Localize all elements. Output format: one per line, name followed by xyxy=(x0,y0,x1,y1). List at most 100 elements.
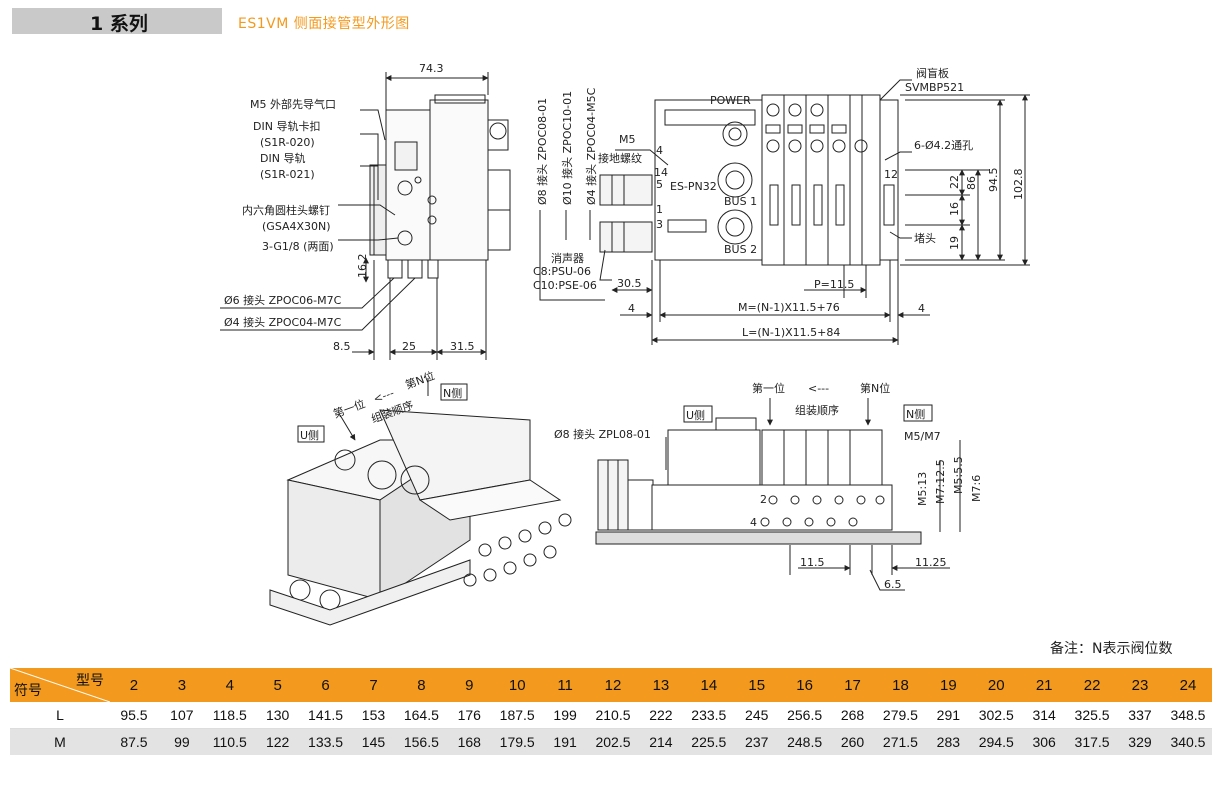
label-blank-plate: 阀盲板 xyxy=(916,66,949,80)
table-corner: 型号 符号 xyxy=(10,668,110,702)
port-4: 4 xyxy=(656,144,663,157)
value-cell: 168 xyxy=(445,728,494,755)
iso-view xyxy=(269,378,572,626)
callout-din-rail: DIN 导轨 xyxy=(260,151,305,165)
fitting-8-zpl: Ø8 接头 ZPL08-01 xyxy=(554,428,651,441)
value-cell: 153 xyxy=(349,702,398,729)
value-cell: 214 xyxy=(636,728,685,755)
iso-arrow: <--- xyxy=(372,386,396,405)
corner-model: 型号 xyxy=(76,672,104,688)
vertical-labels xyxy=(539,210,605,301)
value-cell: 340.5 xyxy=(1163,728,1212,755)
model-cell: 15 xyxy=(732,668,781,702)
callout-din-clip: DIN 导轨卡扣 xyxy=(253,119,320,133)
iso-nth: 第N位 xyxy=(403,368,436,391)
value-cell: 302.5 xyxy=(972,702,1021,729)
label-silencer-c8: C8:PSU-06 xyxy=(533,265,591,278)
module-power: POWER xyxy=(710,94,751,107)
model-cell: 5 xyxy=(253,668,302,702)
value-cell: 122 xyxy=(253,728,302,755)
model-cell: 23 xyxy=(1116,668,1164,702)
model-cell: 12 xyxy=(589,668,637,702)
model-cell: 22 xyxy=(1068,668,1117,702)
callout-din-clip-model: (S1R-020) xyxy=(260,136,315,149)
model-cell: 18 xyxy=(876,668,925,702)
formula-l: L=(N-1)X11.5+84 xyxy=(742,326,840,339)
label-fitting-8: Ø8 接头 ZPOC08-01 xyxy=(536,98,549,205)
fitting-4: Ø4 接头 ZPOC04-M7C xyxy=(224,316,342,329)
value-cell: 99 xyxy=(157,728,206,755)
port-5: 5 xyxy=(656,178,663,191)
value-cell: 291 xyxy=(924,702,973,729)
value-cell: 118.5 xyxy=(205,702,254,729)
dim-m7-6: M7:6 xyxy=(970,475,983,502)
series-label: 1 系列 xyxy=(90,13,148,35)
port-3: 3 xyxy=(656,218,663,231)
dim-11-5: 11.5 xyxy=(800,556,825,569)
value-cell: 179.5 xyxy=(493,728,542,755)
formula-m: M=(N-1)X11.5+76 xyxy=(738,301,840,314)
dim-94-5: 94.5 xyxy=(987,168,1000,193)
label-silencer-c10: C10:PSE-06 xyxy=(533,279,597,292)
value-cell: 283 xyxy=(924,728,973,755)
model-cell: 17 xyxy=(828,668,877,702)
model-cell: 14 xyxy=(684,668,733,702)
value-cell: 294.5 xyxy=(972,728,1021,755)
value-cell: 317.5 xyxy=(1068,728,1117,755)
dim-22: 22 xyxy=(948,175,961,189)
dim-86: 86 xyxy=(965,176,978,190)
value-cell: 314 xyxy=(1020,702,1069,729)
model-cell: 2 xyxy=(110,668,158,702)
dim-m5-13: M5:13 xyxy=(916,472,929,506)
port-1: 1 xyxy=(656,203,663,216)
dim-pitch: P=11.5 xyxy=(814,278,854,291)
value-cell: 248.5 xyxy=(780,728,829,755)
value-cell: 256.5 xyxy=(780,702,829,729)
callout-screw: 内六角圆柱头螺钉 xyxy=(242,203,330,217)
label-fitting-10: Ø10 接头 ZPOC10-01 xyxy=(561,91,574,205)
value-cell: 130 xyxy=(253,702,302,729)
value-cell: 110.5 xyxy=(205,728,254,755)
fitting-6: Ø6 接头 ZPOC06-M7C xyxy=(224,294,342,307)
bottom-arrow: <--- xyxy=(808,382,829,395)
port-14: 14 xyxy=(654,166,668,179)
model-cell: 3 xyxy=(157,668,206,702)
value-cell: 237 xyxy=(732,728,781,755)
label-ground: 接地螺纹 xyxy=(598,151,642,165)
callout-m5-pilot: M5 外部先导气口 xyxy=(250,97,336,111)
dim-16: 16 xyxy=(948,202,961,216)
iso-u-side: U侧 xyxy=(300,429,319,442)
row-label-m: M xyxy=(10,728,110,755)
value-cell: 156.5 xyxy=(397,728,446,755)
dim-31-5: 31.5 xyxy=(450,340,475,353)
model-cell: 21 xyxy=(1020,668,1069,702)
value-cell: 245 xyxy=(732,702,781,729)
corner-symbol: 符号 xyxy=(14,682,42,698)
model-cell: 8 xyxy=(397,668,446,702)
value-cell: 141.5 xyxy=(301,702,350,729)
dim-30-5: 30.5 xyxy=(617,277,642,290)
model-cell: 24 xyxy=(1163,668,1212,702)
front-view xyxy=(599,79,1030,345)
note: 备注：N表示阀位数 xyxy=(1050,641,1173,657)
value-cell: 95.5 xyxy=(110,702,158,729)
model-cell: 6 xyxy=(301,668,350,702)
model-cell: 7 xyxy=(349,668,398,702)
value-cell: 225.5 xyxy=(684,728,733,755)
bottom-nth: 第N位 xyxy=(860,381,890,395)
value-cell: 337 xyxy=(1116,702,1164,729)
bottom-view xyxy=(595,398,961,591)
value-cell: 210.5 xyxy=(589,702,637,729)
value-cell: 199 xyxy=(541,702,590,729)
callout-g18: 3-G1/8 (两面) xyxy=(262,240,334,253)
label-plug: 堵头 xyxy=(914,231,936,245)
corner-diagonal xyxy=(10,668,110,702)
dim-m5-5-5: M5:5.5 xyxy=(952,456,965,494)
value-cell: 202.5 xyxy=(589,728,637,755)
dim-4-left: 4 xyxy=(628,302,635,315)
port-2: 2 xyxy=(760,493,767,506)
dim-4-right: 4 xyxy=(918,302,925,315)
side-view-text: 74.3 M5 外部先导气口 DIN 导轨卡扣 (S1R-020) DIN 导轨… xyxy=(224,62,475,353)
value-cell: 191 xyxy=(541,728,590,755)
